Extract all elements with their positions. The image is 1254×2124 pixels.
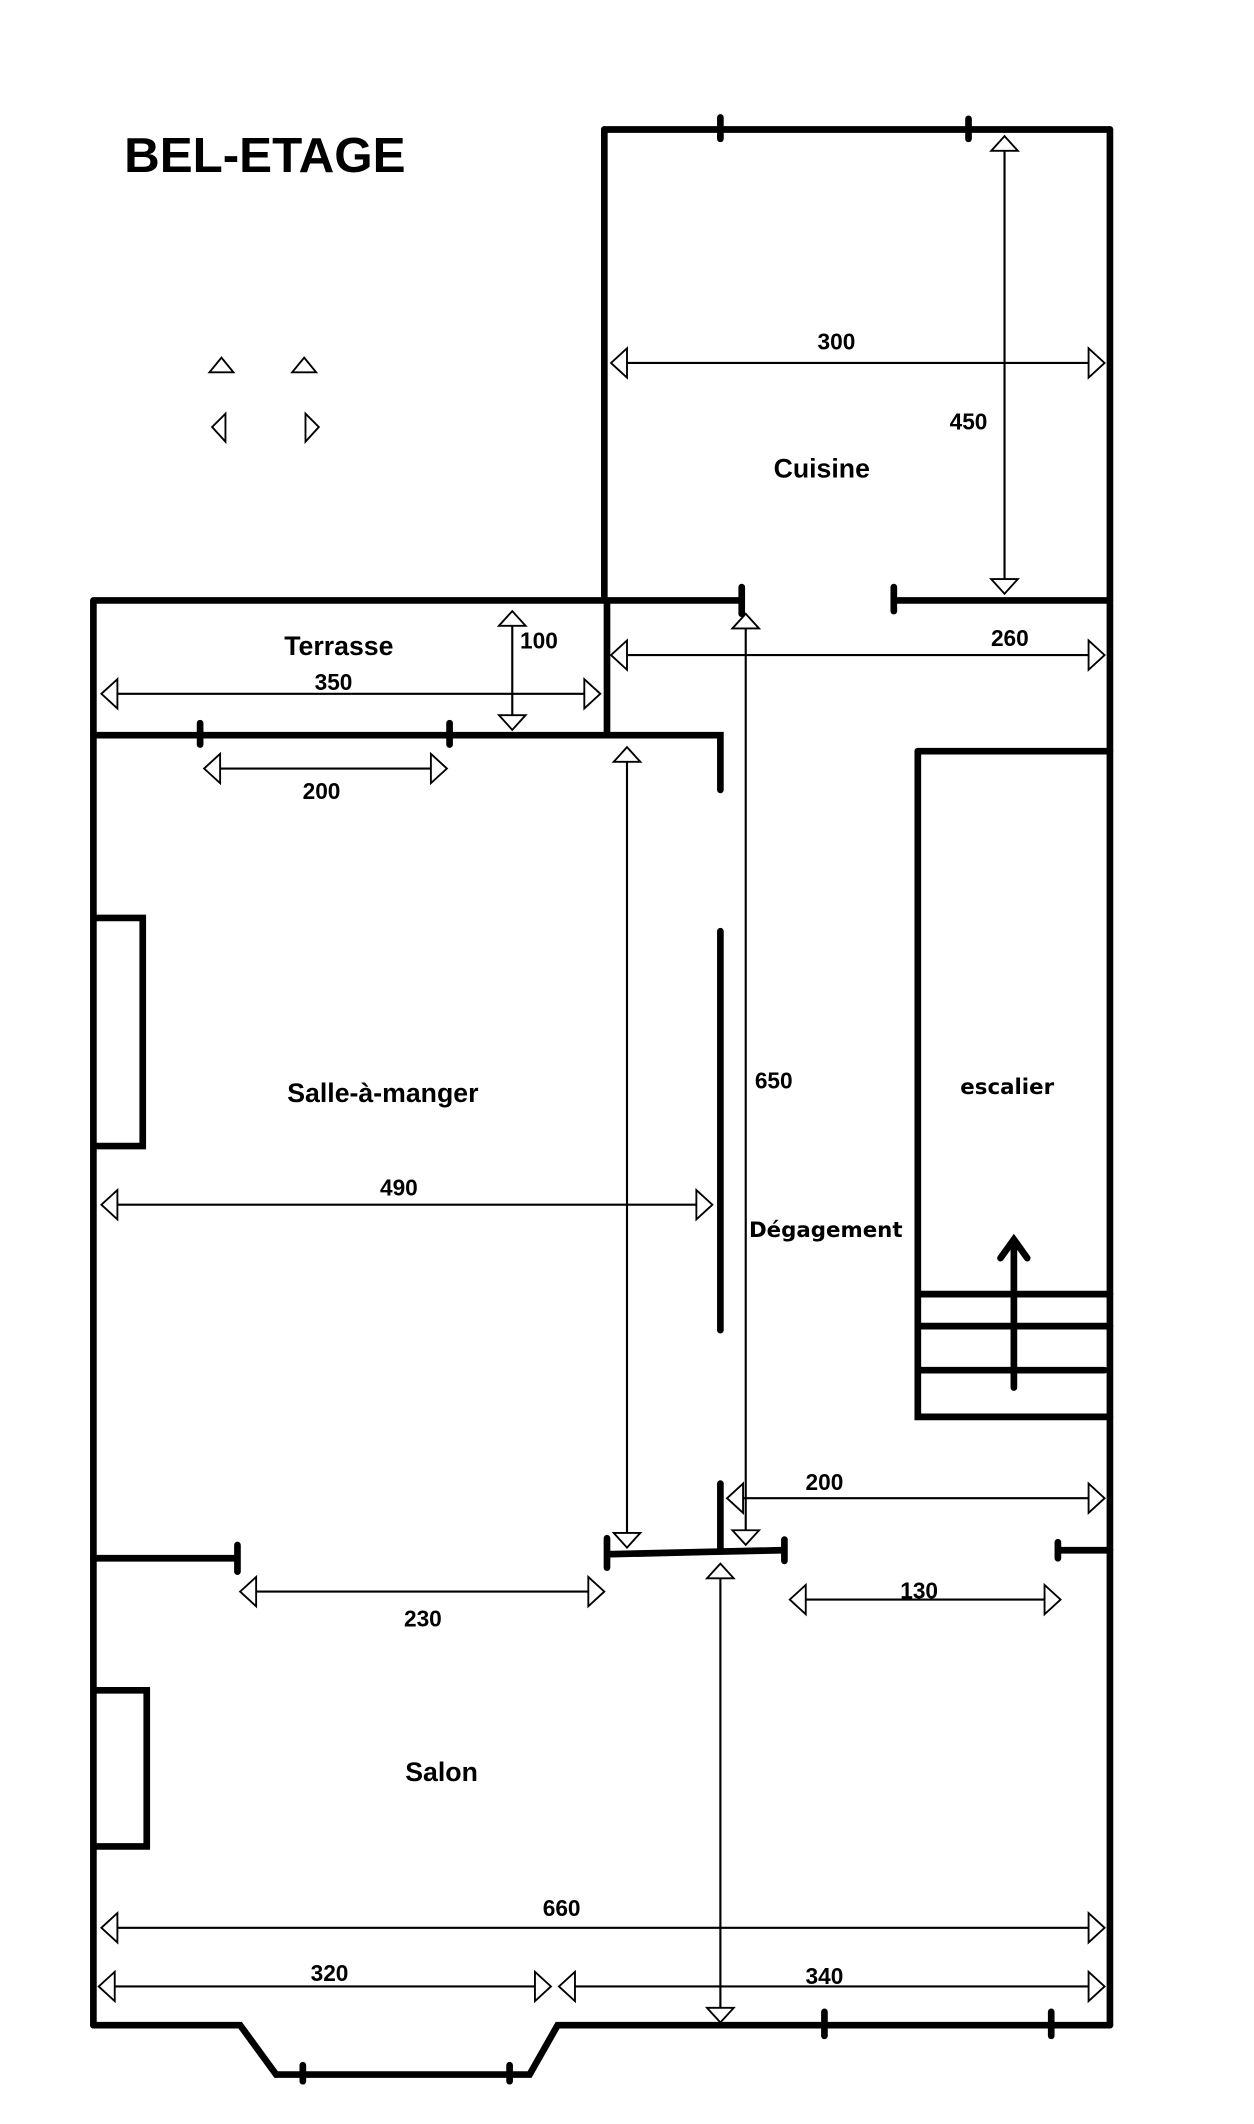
arrowhead-right-icon: [695, 1187, 714, 1222]
dimension-salon-right-label: 340: [806, 1963, 844, 1989]
arrowhead-up-icon: [496, 609, 528, 627]
arrowhead-left-icon: [609, 346, 628, 380]
dimension-degagement-width-top-label: 260: [991, 625, 1029, 651]
arrowhead-right-icon: [1087, 1969, 1106, 2004]
fireplace-dining: [92, 914, 147, 1150]
arrowhead-left-icon: [557, 1969, 576, 2004]
dimension-cuisine-width-label: 300: [818, 329, 856, 355]
legend-arrows-icon: [207, 356, 321, 445]
room-label-cuisine: Cuisine: [774, 454, 870, 484]
arrowhead-up-icon: [730, 612, 762, 630]
arrowhead-right-icon: [1087, 1910, 1106, 1945]
room-label-salle-a-manger: Salle-à-manger: [287, 1078, 478, 1108]
arrowhead-down-icon: [730, 1529, 762, 1547]
stair-up-arrow-icon: [997, 1233, 1031, 1391]
arrowhead-left-icon: [97, 1969, 116, 2004]
walls: [90, 114, 1114, 2085]
arrowhead-up-icon: [989, 134, 1020, 152]
arrowhead-left-icon: [238, 1574, 258, 1609]
arrowhead-left-icon: [725, 1481, 744, 1516]
dimension-terrasse-width-label: 350: [315, 669, 353, 695]
arrowhead-down-icon: [989, 578, 1020, 596]
dimension-total-width-label: 660: [543, 1895, 581, 1921]
dimension-hall-width-bottom-label: 200: [806, 1469, 844, 1495]
arrowhead-down-icon: [611, 1531, 643, 1549]
arrowhead-right-icon: [1087, 346, 1106, 380]
dimension-terrasse-depth-label: 100: [520, 627, 558, 653]
arrowhead-right-icon: [1087, 638, 1106, 672]
arrowhead-right-icon: [583, 677, 602, 711]
room-label-salon: Salon: [405, 1757, 478, 1787]
arrowhead-right-icon: [534, 1969, 553, 2004]
arrowhead-right-icon: [1087, 1481, 1106, 1516]
dimension-salle-opening-label: 230: [404, 1605, 442, 1631]
plan-title: BEL-ETAGE: [124, 128, 405, 183]
arrowhead-up-icon: [704, 1562, 736, 1580]
arrowhead-right-icon: [429, 751, 449, 786]
arrowhead-down-icon: [704, 2006, 736, 2024]
dimension-salle-width-label: 490: [380, 1174, 418, 1200]
arrowhead-left-icon: [202, 751, 222, 786]
arrowhead-up-icon: [611, 745, 643, 763]
room-label-terrasse: Terrasse: [284, 631, 393, 661]
dimension-lines: 300 450 260 100 350 200 650 490 200 230 130 660 320 3…: [97, 134, 1106, 2024]
dimension-cuisine-depth-label: 450: [950, 409, 988, 435]
arrowhead-left-icon: [100, 1910, 119, 1945]
room-label-degagement: Dégagement: [749, 1218, 903, 1243]
room-label-escalier: escalier: [960, 1075, 1054, 1100]
arrowhead-left-icon: [788, 1582, 807, 1617]
arrowhead-left-icon: [100, 1187, 119, 1222]
dimension-salon-left-label: 320: [311, 1960, 349, 1986]
arrowhead-right-icon: [1043, 1582, 1062, 1617]
arrowhead-left-icon: [100, 677, 119, 711]
dimension-terrasse-window-label: 200: [303, 778, 341, 804]
arrowhead-down-icon: [496, 714, 528, 732]
fireplace-salon: [92, 1686, 151, 1850]
arrowhead-right-icon: [587, 1574, 606, 1609]
dimension-degagement-length-label: 650: [755, 1068, 793, 1094]
dimension-door-opening-label: 130: [900, 1577, 938, 1603]
arrowhead-left-icon: [609, 638, 628, 672]
